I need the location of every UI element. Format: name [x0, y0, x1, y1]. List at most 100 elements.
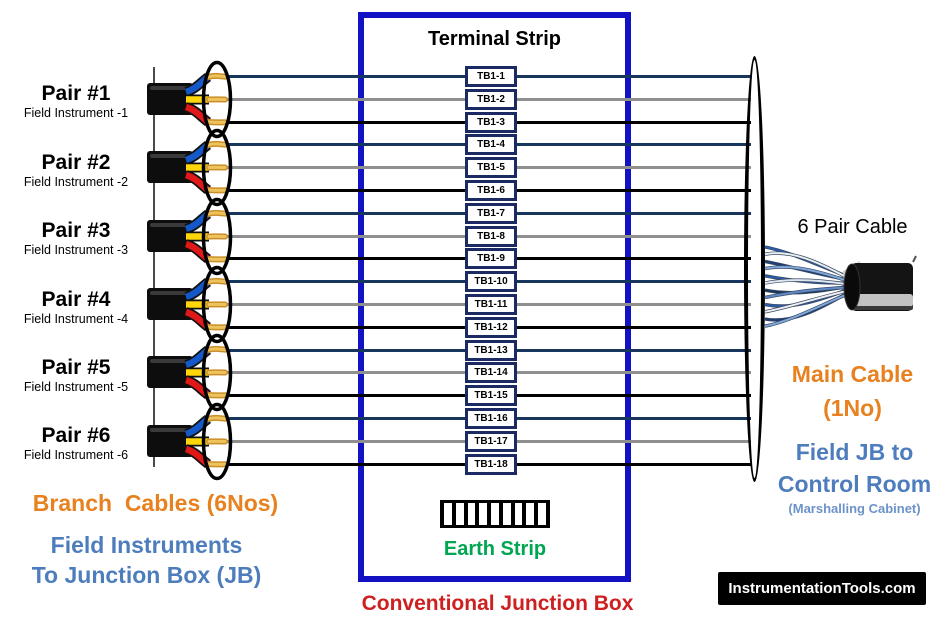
wire-left-4 — [224, 143, 468, 147]
wire-left-9 — [224, 257, 468, 261]
wire-left-2 — [224, 97, 468, 101]
field-to-jb-label: Field Instruments To Junction Box (JB) — [14, 530, 279, 590]
wire-right-12 — [514, 325, 751, 329]
wire-right-7 — [514, 211, 751, 215]
wire-right-15 — [514, 394, 751, 398]
terminal-tb1-4: TB1-4 — [465, 134, 517, 156]
wire-right-14 — [514, 371, 751, 375]
earth-strip-icon — [440, 500, 550, 528]
pair-name-6: Pair #6 — [41, 424, 111, 448]
terminal-tb1-9: TB1-9 — [465, 248, 517, 270]
pair-label-1: Pair #1 Field Instrument -1 — [0, 83, 152, 121]
fan-strand-12 — [764, 292, 850, 328]
wire-left-16 — [224, 417, 468, 420]
wire-right-3 — [514, 120, 751, 124]
branch-cable-icon-3 — [147, 197, 233, 275]
terminal-tb1-6: TB1-6 — [465, 180, 517, 201]
branch-cable-icon-4 — [147, 265, 233, 344]
terminal-tb1-7: TB1-7 — [465, 202, 517, 224]
watermark-badge: InstrumentationTools.com — [718, 572, 926, 605]
cable-body-shadow — [853, 306, 913, 310]
pair-label-4: Pair #4 Field Instrument -4 — [0, 287, 152, 327]
wire-left-15 — [224, 394, 468, 398]
main-cable-line1: Main Cable — [791, 361, 914, 387]
wire-right-10 — [514, 280, 751, 284]
terminal-tb1-18: TB1-18 — [465, 453, 517, 475]
branch-cable-icon-1 — [147, 60, 233, 139]
cable-body-highlight — [853, 294, 913, 307]
main-cable-line2: (1No) — [823, 395, 882, 421]
pair-label-6: Pair #6 Field Instrument -6 — [0, 425, 152, 463]
jb-to-control-room-label: Field JB to Control Room (Marshalling Ca… — [762, 436, 947, 518]
cable-end-face — [843, 263, 861, 311]
wire-left-13 — [224, 348, 468, 352]
terminal-tb1-15: TB1-15 — [465, 385, 517, 407]
wire-right-13 — [514, 348, 751, 352]
wire-right-5 — [514, 166, 751, 170]
fan-strand-10 — [764, 289, 850, 313]
field-to-jb-line1: Field Instruments — [50, 532, 243, 558]
pair-instrument-1: Field Instrument -1 — [23, 106, 129, 121]
cable-tail — [912, 255, 917, 263]
fan-strands — [764, 245, 850, 328]
pair-name-2: Pair #2 — [41, 150, 111, 174]
pair-instrument-4: Field Instrument -4 — [23, 311, 129, 326]
wire-right-9 — [514, 257, 751, 261]
pair-label-5: Pair #5 Field Instrument -5 — [0, 356, 152, 395]
wire-right-2 — [514, 97, 751, 101]
terminal-tb1-5: TB1-5 — [465, 157, 517, 179]
jb-to-cr-line2: Control Room — [777, 471, 932, 497]
wire-left-12 — [224, 325, 468, 329]
pair-instrument-2: Field Instrument -2 — [23, 174, 129, 189]
wire-right-18 — [514, 462, 751, 466]
terminal-tb1-10: TB1-10 — [465, 271, 517, 293]
branch-cable-icon-2 — [147, 128, 233, 207]
cable-collector-ellipse — [744, 56, 765, 482]
junction-box-caption: Conventional Junction Box — [361, 592, 634, 615]
pair-instrument-5: Field Instrument -5 — [23, 379, 129, 394]
wire-left-8 — [224, 234, 468, 238]
field-to-jb-line2: To Junction Box (JB) — [31, 562, 262, 588]
branch-cable-icon-6 — [147, 402, 233, 481]
wire-right-16 — [514, 417, 751, 420]
pair-name-4: Pair #4 — [41, 287, 111, 311]
terminal-tb1-16: TB1-16 — [465, 408, 517, 429]
wire-left-11 — [224, 303, 468, 306]
wire-right-1 — [514, 75, 751, 78]
terminal-tb1-13: TB1-13 — [465, 339, 517, 361]
watermark-text: InstrumentationTools.com — [728, 580, 916, 597]
wire-left-6 — [224, 189, 468, 192]
wire-left-18 — [224, 462, 468, 466]
terminal-tb1-12: TB1-12 — [465, 316, 517, 338]
wire-left-7 — [224, 211, 468, 215]
wire-left-5 — [224, 166, 468, 170]
branch-cable-icon-5 — [147, 334, 233, 412]
wire-right-17 — [514, 439, 751, 443]
wire-left-14 — [224, 371, 468, 375]
pair-label-3: Pair #3 Field Instrument -3 — [0, 220, 152, 258]
field-boundary-line — [153, 67, 155, 467]
wire-right-6 — [514, 189, 751, 192]
branch-cables-label: Branch Cables (6Nos) — [32, 490, 279, 516]
wire-right-11 — [514, 303, 751, 306]
terminal-strip-title: Terminal Strip — [428, 28, 561, 50]
fan-strand-4 — [764, 266, 850, 283]
terminal-tb1-8: TB1-8 — [465, 225, 517, 247]
terminal-tb1-1: TB1-1 — [465, 66, 517, 87]
fan-strand-8 — [764, 286, 850, 299]
terminal-tb1-3: TB1-3 — [465, 111, 517, 133]
wire-left-1 — [224, 75, 468, 78]
wire-right-8 — [514, 234, 751, 238]
fan-strand-2 — [764, 252, 850, 280]
earth-strip-label: Earth Strip — [443, 538, 547, 560]
wire-left-3 — [224, 120, 468, 124]
terminal-tb1-11: TB1-11 — [465, 294, 517, 315]
pair-instrument-6: Field Instrument -6 — [23, 448, 129, 463]
pair-instrument-3: Field Instrument -3 — [23, 243, 129, 258]
terminal-tb1-14: TB1-14 — [465, 362, 517, 384]
terminal-tb1-17: TB1-17 — [465, 430, 517, 452]
pair-label-2: Pair #2 Field Instrument -2 — [0, 150, 152, 190]
pair-name-3: Pair #3 — [41, 219, 111, 243]
wire-left-17 — [224, 439, 468, 443]
